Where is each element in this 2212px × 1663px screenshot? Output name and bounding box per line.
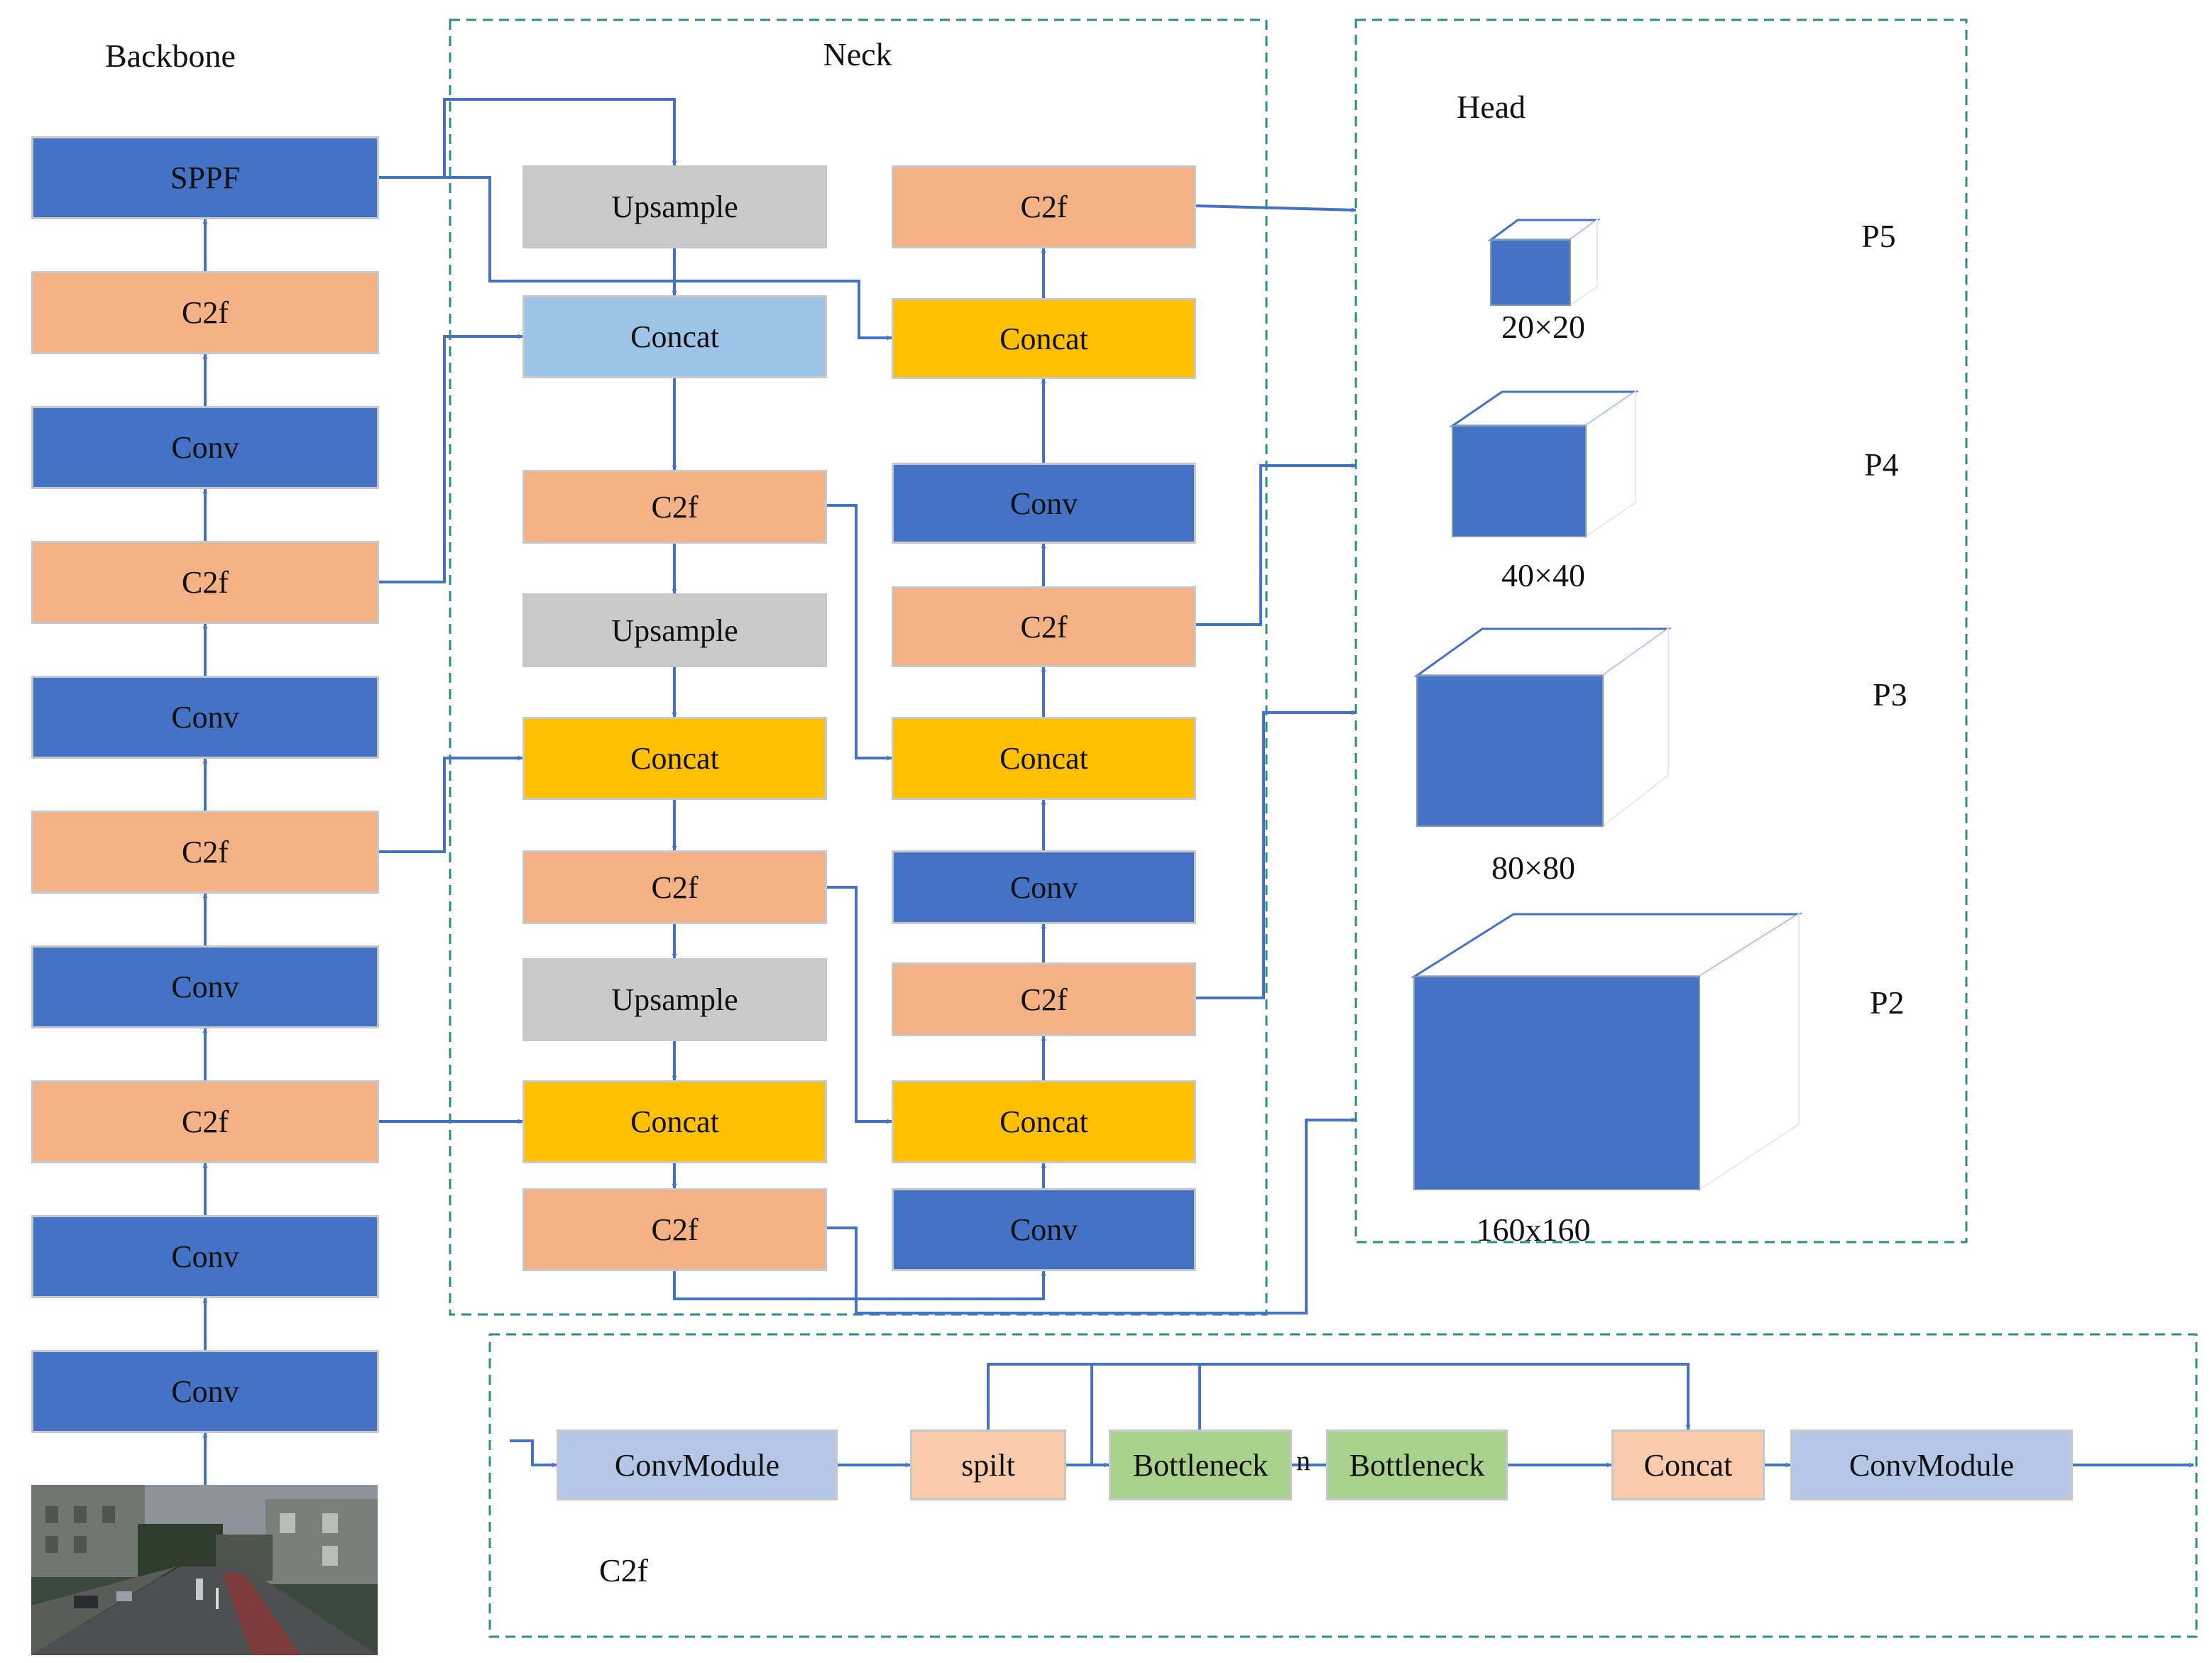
head-arrow-p2 bbox=[827, 1117, 1357, 1315]
head-arrow-p4 bbox=[1196, 463, 1357, 626]
tap-arrow bbox=[379, 334, 523, 583]
neck-upsample: Upsample bbox=[522, 958, 827, 1041]
neck-c2f: C2f bbox=[522, 470, 827, 544]
neck-title: Neck bbox=[823, 36, 892, 72]
cross-arrow bbox=[827, 504, 892, 761]
p5-label: P5 bbox=[1861, 218, 1896, 254]
head-arrow-p3 bbox=[1196, 710, 1357, 999]
neck-concat: Concat bbox=[892, 298, 1196, 379]
backbone-block-conv: Conv bbox=[31, 945, 379, 1028]
neck-concat: Concat bbox=[892, 1080, 1196, 1163]
c2f-spilt: spilt bbox=[910, 1429, 1066, 1500]
c2f-arrow bbox=[510, 1439, 557, 1468]
neck-upsample: Upsample bbox=[522, 165, 827, 248]
p4-label: P4 bbox=[1864, 446, 1899, 483]
neck-c2f: C2f bbox=[892, 586, 1196, 667]
p3-label: P3 bbox=[1873, 676, 1907, 713]
c2f-concat: Concat bbox=[1611, 1429, 1765, 1500]
p5-size-label: 20×20 bbox=[1501, 309, 1585, 345]
tap-arrow bbox=[379, 755, 523, 853]
neck-c2f: C2f bbox=[522, 1188, 827, 1271]
p4-size-label: 40×40 bbox=[1501, 557, 1585, 593]
backbone-block-c2f: C2f bbox=[31, 271, 379, 354]
neck-conv: Conv bbox=[892, 1188, 1196, 1271]
neck-conv: Conv bbox=[892, 850, 1196, 924]
c2f-convmodule-out: ConvModule bbox=[1790, 1429, 2073, 1500]
neck-upsample: Upsample bbox=[522, 593, 827, 667]
backbone-block-conv: Conv bbox=[31, 1350, 379, 1433]
c2f-frame bbox=[488, 1333, 2198, 1638]
backbone-block-conv: Conv bbox=[31, 676, 379, 759]
repeat-n-label: n bbox=[1296, 1444, 1310, 1476]
neck-c2f: C2f bbox=[892, 962, 1196, 1036]
c2f-skip-arrow bbox=[987, 1363, 1691, 1430]
p2-label: P2 bbox=[1870, 984, 1905, 1021]
neck-concat: Concat bbox=[522, 717, 827, 800]
c2f-bottleneck-n: Bottleneck bbox=[1326, 1429, 1508, 1500]
backbone-block-conv: Conv bbox=[31, 1215, 379, 1298]
neck-concat: Concat bbox=[522, 1080, 827, 1163]
head-arrow-p5 bbox=[1195, 204, 1357, 213]
neck-concat: Concat bbox=[892, 717, 1196, 800]
c2f-bottleneck-1: Bottleneck bbox=[1109, 1429, 1292, 1500]
bottom-loop-arrow bbox=[673, 1270, 1046, 1300]
neck-concat: Concat bbox=[522, 295, 827, 378]
p2-feature-cube bbox=[1410, 913, 1803, 1191]
backbone-block-sppf: SPPF bbox=[31, 136, 379, 219]
p4-feature-cube bbox=[1449, 390, 1639, 538]
head-frame bbox=[1354, 18, 1968, 1244]
neck-c2f: C2f bbox=[892, 165, 1196, 248]
c2f-title: C2f bbox=[599, 1552, 648, 1588]
backbone-title: Backbone bbox=[105, 38, 236, 74]
backbone-block-c2f: C2f bbox=[31, 1080, 379, 1163]
cross-arrow bbox=[827, 886, 892, 1124]
backbone-block-conv: Conv bbox=[31, 406, 379, 489]
c2f-convmodule-in: ConvModule bbox=[557, 1429, 838, 1500]
p5-feature-cube bbox=[1487, 219, 1601, 307]
backbone-block-c2f: C2f bbox=[31, 811, 379, 894]
p3-feature-cube bbox=[1413, 627, 1672, 828]
head-title: Head bbox=[1457, 89, 1526, 125]
p2-size-label: 160x160 bbox=[1476, 1212, 1591, 1248]
input-image bbox=[31, 1485, 378, 1655]
neck-conv: Conv bbox=[892, 463, 1196, 544]
neck-c2f: C2f bbox=[522, 850, 827, 924]
backbone-block-c2f: C2f bbox=[31, 541, 379, 624]
p3-size-label: 80×80 bbox=[1491, 850, 1575, 886]
